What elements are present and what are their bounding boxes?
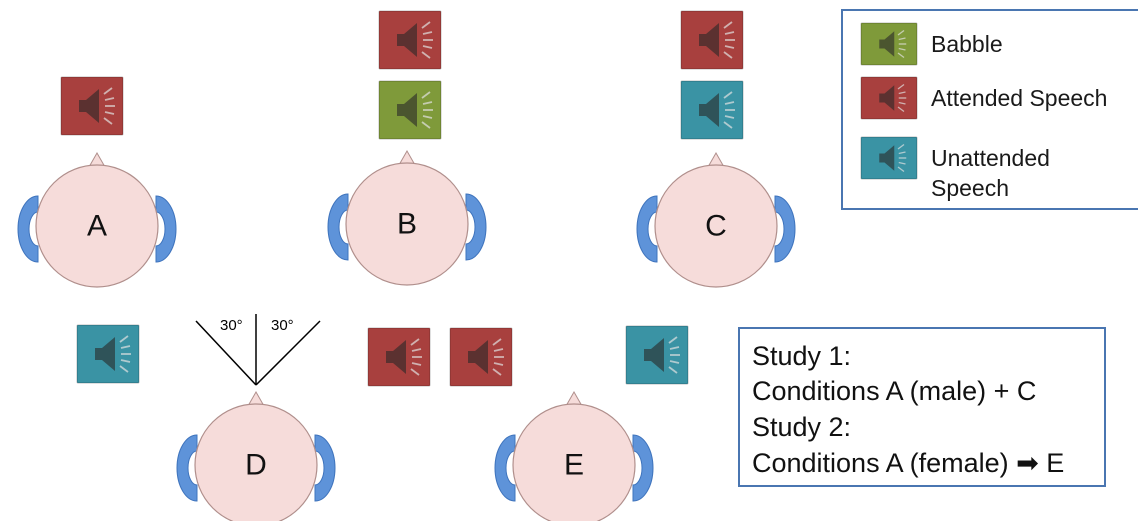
speaker — [378, 10, 442, 70]
head-d: D — [176, 390, 336, 521]
speaker — [367, 327, 431, 387]
angle-line-left — [195, 320, 257, 386]
angle-label-left: 30° — [220, 317, 243, 334]
head-a: A — [17, 151, 177, 288]
angle-line-right — [255, 320, 321, 386]
head-label: B — [397, 208, 417, 241]
notes-line-1: Study 1: — [752, 341, 851, 371]
right-ear — [314, 434, 336, 502]
legend-label-unattended-line1: Unattended — [931, 145, 1050, 171]
head-circle — [654, 164, 778, 288]
notes-box — [738, 327, 1106, 487]
legend-label-attended: Attended Speech — [931, 85, 1107, 111]
notes-line-2: Conditions A (male) + C — [752, 376, 1036, 406]
speaker — [76, 324, 140, 384]
speaker — [625, 325, 689, 385]
speaker — [680, 10, 744, 70]
left-ear — [17, 195, 39, 263]
head-e: E — [494, 390, 654, 521]
head-label: C — [705, 210, 727, 243]
head-circle — [512, 403, 636, 521]
head-circle — [35, 164, 159, 288]
right-ear — [155, 195, 177, 263]
head-b: B — [327, 149, 487, 286]
head-c: C — [636, 151, 796, 288]
left-ear — [176, 434, 198, 502]
right-ear — [632, 434, 654, 502]
speaker — [449, 327, 513, 387]
head-label: E — [564, 449, 584, 482]
speaker — [60, 76, 124, 136]
right-ear — [774, 195, 796, 263]
head-label: A — [87, 210, 107, 243]
legend-item-attended — [860, 76, 918, 120]
angle-label-right: 30° — [271, 317, 294, 334]
legend-item-babble — [860, 22, 918, 66]
right-ear — [465, 193, 487, 261]
head-circle — [345, 162, 469, 286]
left-ear — [636, 195, 658, 263]
notes-line-3: Study 2: — [752, 412, 851, 442]
left-ear — [327, 193, 349, 261]
head-circle — [194, 403, 318, 521]
legend-label-unattended-line2: Speech — [931, 175, 1009, 201]
angle-indicator: 30° 30° — [195, 314, 321, 386]
speaker — [378, 80, 442, 140]
left-ear — [494, 434, 516, 502]
legend-label-babble: Babble — [931, 31, 1003, 57]
speaker — [680, 80, 744, 140]
legend: Babble Attended Speech Unattended Speech — [841, 9, 1138, 210]
study-notes: Study 1: Conditions A (male) + C Study 2… — [738, 327, 1106, 487]
legend-item-unattended — [860, 136, 918, 180]
head-label: D — [245, 449, 267, 482]
notes-line-4: Conditions A (female) ➡ E — [752, 448, 1064, 478]
